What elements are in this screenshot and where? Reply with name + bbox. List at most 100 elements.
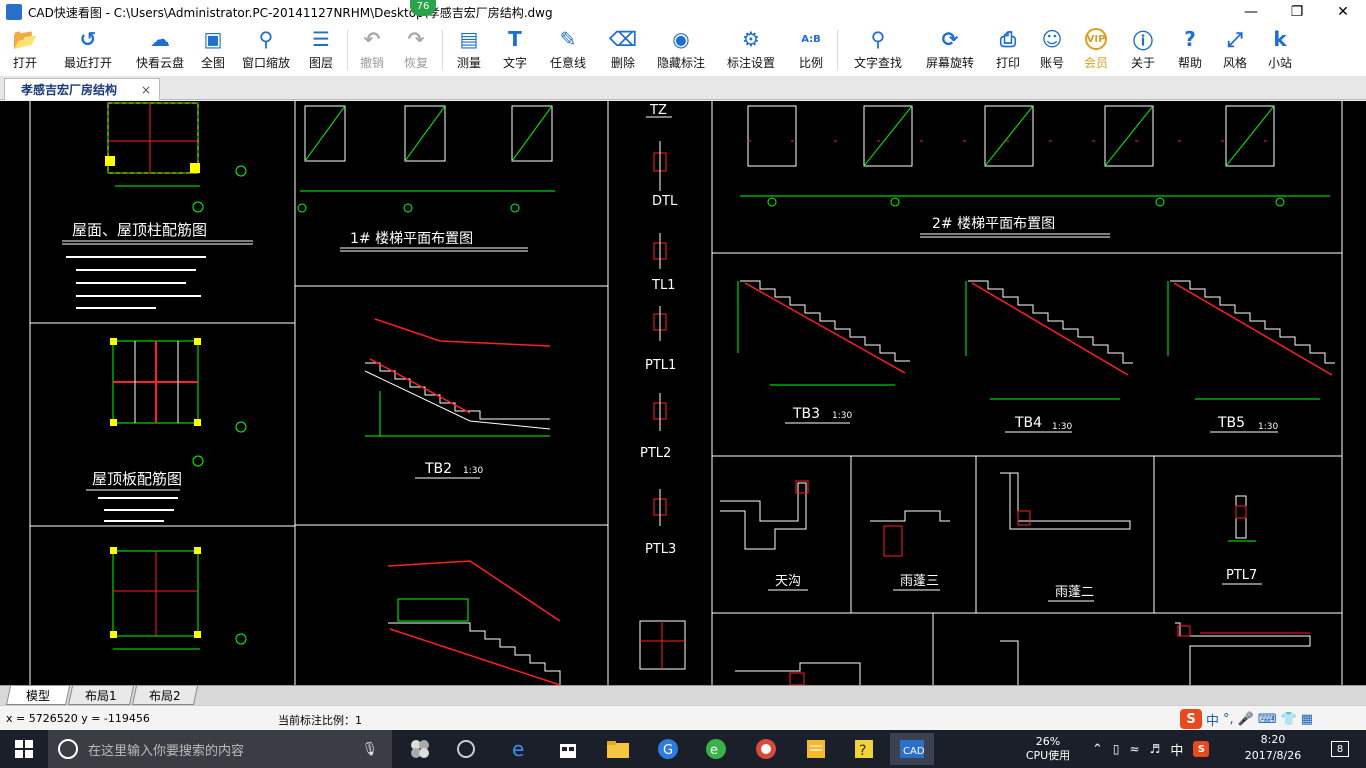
volume-icon[interactable]: ♬ bbox=[1149, 742, 1161, 756]
minimize-button[interactable]: — bbox=[1244, 4, 1258, 20]
title-tb4: TB4 bbox=[1014, 415, 1042, 431]
title-dtl: DTL bbox=[652, 194, 678, 209]
wifi-icon[interactable]: ≈ bbox=[1129, 742, 1140, 756]
svg-text:G: G bbox=[663, 743, 673, 758]
tools-icon[interactable]: ▦ bbox=[1300, 711, 1314, 727]
tab-layout2[interactable]: 布局2 bbox=[131, 686, 199, 705]
cortana-icon bbox=[58, 739, 78, 759]
toolbar-undo-button[interactable]: ↶撤销 bbox=[354, 24, 390, 76]
column-sections bbox=[639, 141, 686, 670]
toolbar-label: 标注设置 bbox=[726, 56, 775, 70]
browser-swirl-icon[interactable] bbox=[444, 733, 488, 765]
toolbar-style-button[interactable]: ⤢风格 bbox=[1216, 24, 1254, 76]
toolbar-redo-button[interactable]: ↷恢复 bbox=[396, 24, 436, 76]
action-center-icon[interactable]: 8 bbox=[1326, 736, 1354, 762]
tab-model[interactable]: 模型 bbox=[5, 686, 71, 705]
tray-expand-icon[interactable]: ⌃ bbox=[1092, 741, 1103, 757]
stair2-plan-details bbox=[740, 105, 1330, 207]
toolbar-eye-hide-button[interactable]: ◉隐藏标注 bbox=[651, 24, 711, 76]
fit-all-icon: ▣ bbox=[203, 27, 223, 51]
sheet-frames bbox=[29, 101, 1343, 685]
toolbar-layers-button[interactable]: ☰图层 bbox=[301, 24, 341, 76]
keyboard-icon[interactable]: ⌨ bbox=[1257, 711, 1277, 727]
toolbar-history-button[interactable]: ↺最近打开 bbox=[51, 24, 125, 76]
toolbar-user-button[interactable]: ☺账号 bbox=[1034, 24, 1070, 76]
ime-toolbar[interactable]: S 中 °, 🎤 ⌨ 👕 ▦ bbox=[1180, 708, 1313, 730]
title-tl1: TL1 bbox=[651, 278, 675, 293]
help-app-icon[interactable]: ? bbox=[842, 733, 886, 765]
toolbar-label: 任意线 bbox=[549, 56, 586, 70]
toolbar-label: 隐藏标注 bbox=[656, 56, 705, 70]
svg-text:e: e bbox=[512, 738, 524, 760]
tab-layout1[interactable]: 布局1 bbox=[67, 686, 135, 705]
security-app-icon[interactable] bbox=[744, 733, 788, 765]
cloud-icon: ☁ bbox=[150, 27, 170, 51]
scale-tb2: 1:30 bbox=[463, 466, 483, 476]
microphone-icon[interactable]: 🎤 bbox=[1237, 711, 1254, 727]
battery-icon[interactable]: ▯ bbox=[1112, 742, 1120, 756]
floor-plan-lower bbox=[110, 547, 247, 650]
toolbar-pen-button[interactable]: ✎ 任意线 bbox=[541, 24, 595, 76]
k-station-icon: k bbox=[1273, 27, 1287, 51]
title-stair1-plan: 1# 楼梯平面布置图 bbox=[350, 231, 473, 247]
document-tab[interactable]: 孝感吉宏厂房结构 × bbox=[4, 78, 160, 100]
drawing-canvas[interactable]: 屋面、屋顶柱配筋图 屋顶板配筋图 1# 楼梯平 bbox=[0, 101, 1366, 685]
mic-icon[interactable]: 🎙 bbox=[361, 741, 378, 757]
close-button[interactable]: ✕ bbox=[1337, 4, 1349, 20]
sogou-tray-icon[interactable]: S bbox=[1193, 741, 1210, 757]
toolbar-rotate-button[interactable]: ⟳屏幕旋转 bbox=[918, 24, 982, 76]
sogou-icon[interactable]: S bbox=[1180, 709, 1202, 729]
tray-ime[interactable]: 中 bbox=[1170, 743, 1184, 759]
toolbar-cloud-button[interactable]: ☁快看云盘 bbox=[131, 24, 189, 76]
toolbar-label: 打开 bbox=[12, 56, 37, 70]
toolbar-label: 文字查找 bbox=[853, 56, 902, 70]
window-title: CAD快速看图 - C:\Users\Administrator.PC-2014… bbox=[28, 5, 553, 20]
edge-browser-icon[interactable]: e bbox=[498, 733, 542, 765]
task-view-icon[interactable] bbox=[398, 733, 442, 765]
toolbar-ruler-button[interactable]: ▤测量 bbox=[449, 24, 489, 76]
browser-360-icon[interactable]: G bbox=[646, 733, 690, 765]
ruler-icon: ▤ bbox=[459, 27, 479, 51]
browser-green-icon[interactable]: e bbox=[694, 733, 738, 765]
taskbar-search[interactable]: 在这里输入你要搜索的内容 🎙 bbox=[48, 730, 392, 768]
store-icon[interactable] bbox=[546, 733, 590, 765]
restore-button[interactable]: ❐ bbox=[1290, 4, 1304, 20]
toolbar-help-button[interactable]: ?帮助 bbox=[1170, 24, 1210, 76]
toolbar-label: 最近打开 bbox=[63, 56, 112, 70]
toolbar-text-search-button[interactable]: ⚲文字查找 bbox=[844, 24, 912, 76]
close-tab-icon[interactable]: × bbox=[140, 82, 151, 97]
punctuation-icon[interactable]: °, bbox=[1223, 711, 1234, 727]
title-tz: TZ bbox=[649, 103, 667, 118]
clock[interactable]: 8:20 2017/8/26 bbox=[1226, 732, 1320, 764]
title-roof-column: 屋面、屋顶柱配筋图 bbox=[72, 221, 207, 239]
pen-icon: ✎ bbox=[559, 27, 577, 51]
title-ptl7: PTL7 bbox=[1226, 568, 1257, 583]
info-icon: ⓘ bbox=[1133, 28, 1153, 53]
file-explorer-icon[interactable] bbox=[596, 733, 640, 765]
toolbar-printer-button[interactable]: ⎙打印 bbox=[988, 24, 1028, 76]
toolbar-eraser-button[interactable]: ⌫删除 bbox=[601, 24, 645, 76]
notification-badge[interactable]: 76 bbox=[410, 0, 436, 16]
svg-text:?: ? bbox=[859, 743, 866, 759]
title-ptl1: PTL1 bbox=[645, 358, 676, 373]
toolbar-zoom-window-button[interactable]: ⚲窗口缩放 bbox=[237, 24, 295, 76]
skin-icon[interactable]: 👕 bbox=[1280, 711, 1297, 727]
toolbar-fit-all-button[interactable]: ▣全图 bbox=[195, 24, 231, 76]
toolbar-settings-button[interactable]: ⚙标注设置 bbox=[717, 24, 785, 76]
zoom-window-icon: ⚲ bbox=[258, 27, 274, 51]
user-icon: ☺ bbox=[1041, 27, 1063, 51]
cad-viewer-taskbar-icon[interactable]: CAD bbox=[890, 733, 934, 765]
notes-app-icon[interactable] bbox=[794, 733, 838, 765]
toolbar-folder-open-button[interactable]: 📂打开 bbox=[5, 24, 45, 76]
gutter-canopy-details bbox=[720, 472, 1256, 557]
rotate-icon: ⟳ bbox=[941, 27, 959, 51]
ime-lang[interactable]: 中 bbox=[1206, 713, 1220, 729]
system-tray: 26% CPU使用 ⌃ ▯ ≈ ♬ 中 S bbox=[1012, 730, 1210, 768]
cpu-meter[interactable]: 26% CPU使用 bbox=[1012, 735, 1084, 763]
start-button[interactable] bbox=[0, 730, 48, 768]
